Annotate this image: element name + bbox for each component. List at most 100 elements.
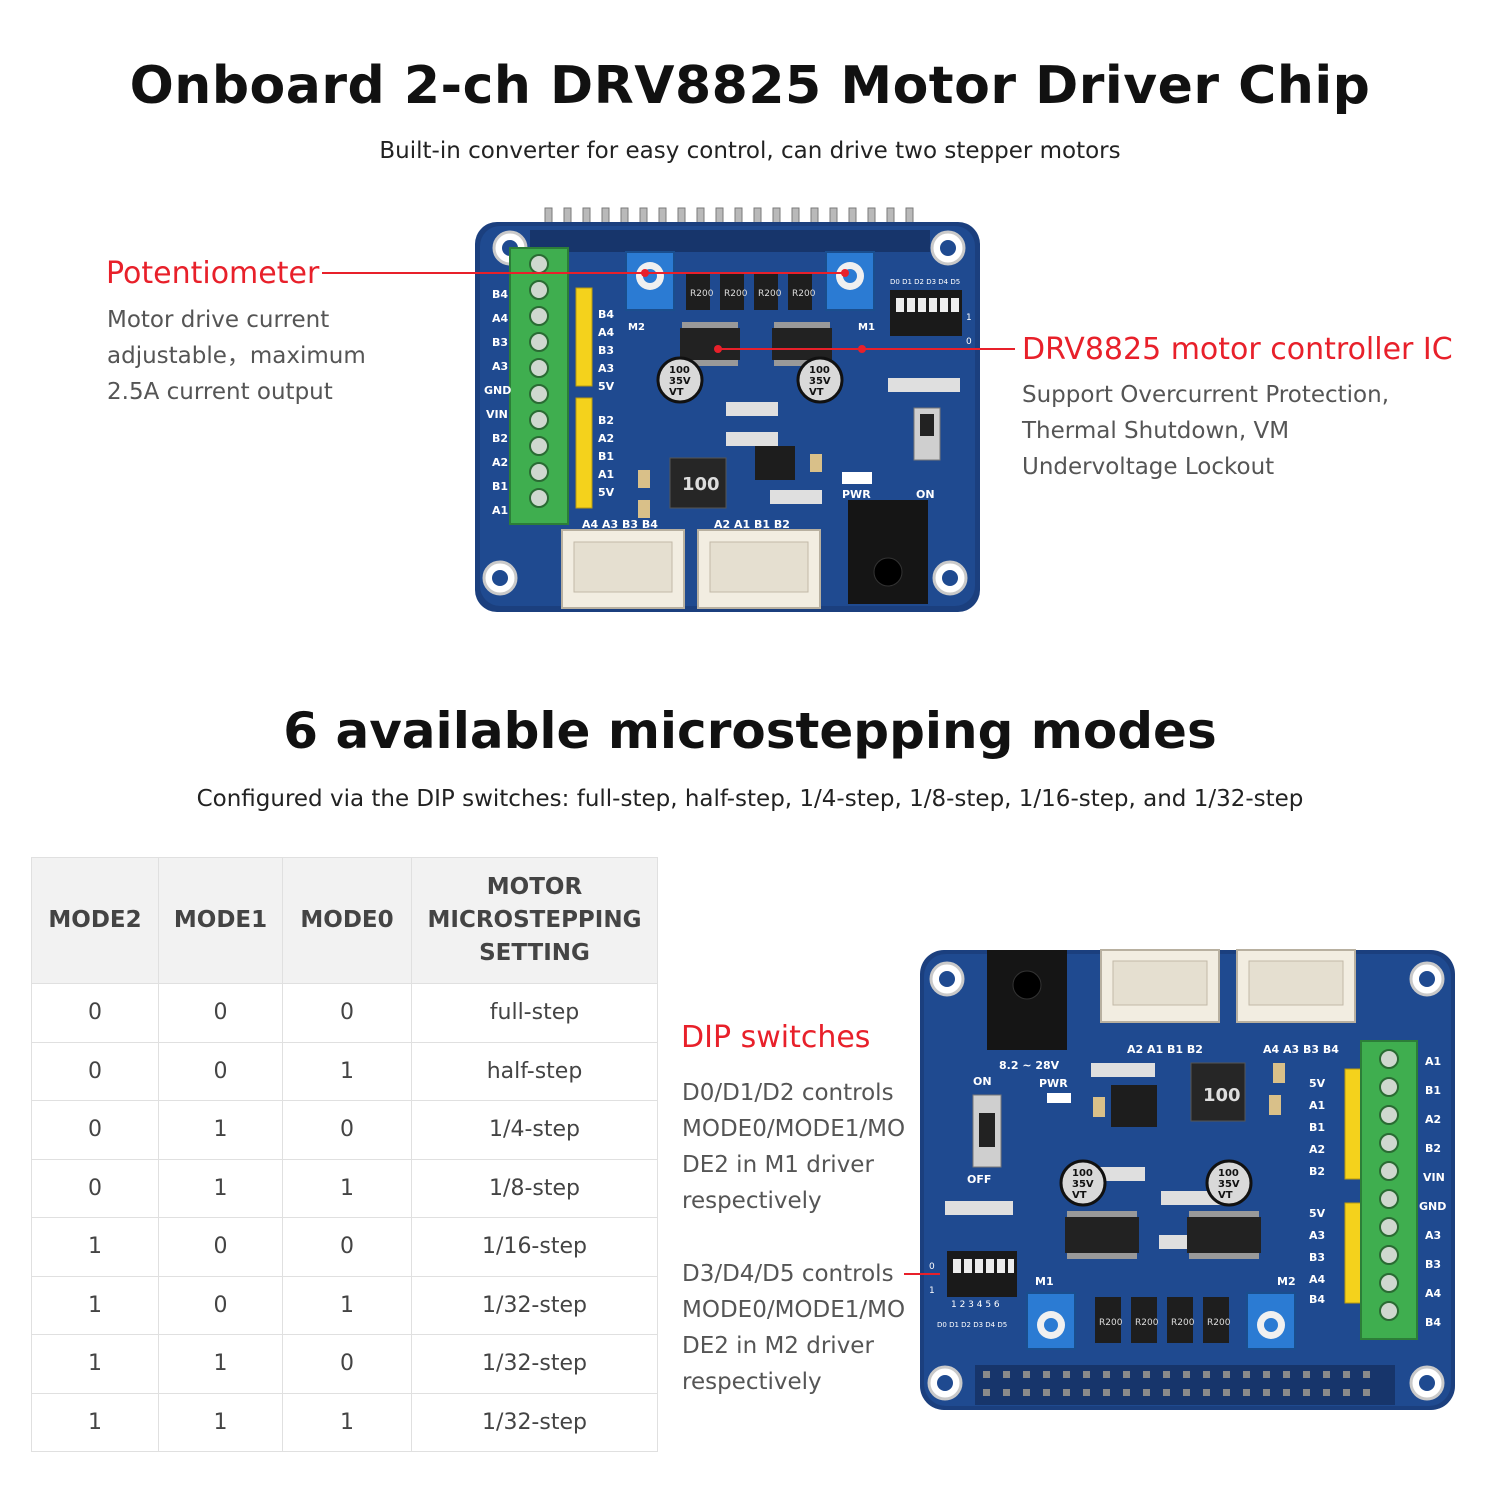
table-cell: 0 <box>158 1041 283 1101</box>
table-cell: 0 <box>282 1334 412 1394</box>
connector-label: A4 A3 B3 B4 <box>1263 1043 1339 1056</box>
pin-label: A3 <box>1425 1229 1441 1242</box>
drv8825-callout-text: Support Overcurrent Protection, Thermal … <box>1022 377 1389 485</box>
pin-label: 5V <box>598 486 615 499</box>
m1-label: M1 <box>858 322 875 333</box>
cap-label: 35V <box>1072 1179 1094 1190</box>
callout-line: Support Overcurrent Protection, <box>1022 382 1390 408</box>
resistor-label: R200 <box>1099 1318 1123 1328</box>
resistor-label: R200 <box>1207 1318 1231 1328</box>
pin-label: A4 <box>492 312 509 325</box>
table-cell: 1 <box>158 1334 283 1394</box>
pin-label: VIN <box>1423 1171 1445 1184</box>
dip-one-label: 1 <box>966 313 972 323</box>
table-cell: 1 <box>282 1275 412 1335</box>
pin-label: A3 <box>492 360 508 373</box>
callout-line: MODE0/MODE1/MO <box>682 1297 906 1323</box>
drv8825-callout-title: DRV8825 motor controller IC <box>1022 332 1453 367</box>
pin-label: VIN <box>486 408 508 421</box>
table-cell: 1 <box>31 1217 159 1277</box>
pin-label: B2 <box>1309 1165 1325 1178</box>
table-cell: 0 <box>282 1217 412 1277</box>
page-title: Onboard 2-ch DRV8825 Motor Driver Chip <box>129 56 1371 116</box>
resistor-label: R200 <box>1171 1318 1195 1328</box>
table-cell: 0 <box>282 983 412 1043</box>
pin-label: B2 <box>598 414 614 427</box>
table-cell: 1/16-step <box>411 1217 658 1277</box>
pin-label: GND <box>1419 1200 1446 1213</box>
dip-callout-text-m2: D3/D4/D5 controls MODE0/MODE1/MO DE2 in … <box>682 1256 905 1400</box>
section-subtitle: Configured via the DIP switches: full-st… <box>196 786 1304 812</box>
column-header: MOTOR MICROSTEPPING SETTING <box>411 857 658 984</box>
off-label: OFF <box>967 1173 991 1186</box>
cap-label: 100 <box>1218 1168 1239 1179</box>
pin-label: A3 <box>598 362 614 375</box>
table-cell: 1 <box>31 1334 159 1394</box>
table-cell: 0 <box>158 1275 283 1335</box>
cap-label: 100 <box>669 365 690 376</box>
table-cell: 1/32-step <box>411 1275 658 1335</box>
callout-line: respectively <box>682 1369 822 1395</box>
cap-label: VT <box>1072 1190 1087 1201</box>
pin-label: B3 <box>598 344 614 357</box>
dip-label: D0 D1 D2 D3 D4 D5 <box>890 278 960 286</box>
pin-label: B2 <box>1425 1142 1441 1155</box>
connector-label: A2 A1 B1 B2 <box>1127 1043 1203 1056</box>
m2-label: M2 <box>1277 1275 1296 1288</box>
pin-label: B1 <box>492 480 508 493</box>
callout-line: Motor drive current <box>107 307 330 333</box>
motor-driver-board-top-view: B4 A4 B3 A3 GND VIN B2 A2 B1 A1 B4 A4 B3… <box>475 207 980 612</box>
pin-label: B3 <box>492 336 508 349</box>
motor-driver-board-bottom-view: 8.2 ~ 28V PWR ON OFF A2 A1 B1 B2 A4 A3 B… <box>920 949 1455 1410</box>
table-cell: 1 <box>158 1100 283 1160</box>
callout-line: DE2 in M1 driver <box>682 1152 874 1178</box>
dip-callout-text-m1: D0/D1/D2 controls MODE0/MODE1/MO DE2 in … <box>682 1075 905 1219</box>
table-cell: 0 <box>31 1158 159 1218</box>
on-label: ON <box>916 488 935 501</box>
table-header-row: MODE2 MODE1 MODE0 MOTOR MICROSTEPPING SE… <box>31 857 658 984</box>
table-cell: 1 <box>282 1041 412 1101</box>
callout-line: D3/D4/D5 controls <box>682 1261 894 1287</box>
table-cell: 0 <box>158 983 283 1043</box>
cap-label: 100 <box>809 365 830 376</box>
m2-label: M2 <box>628 322 645 333</box>
pin-label: B3 <box>1309 1251 1325 1264</box>
page-subtitle: Built-in converter for easy control, can… <box>379 138 1121 164</box>
microstepping-table: MODE2 MODE1 MODE0 MOTOR MICROSTEPPING SE… <box>31 857 658 1452</box>
table-cell: 1/4-step <box>411 1100 658 1160</box>
inductor-label: 100 <box>1203 1085 1241 1106</box>
table-cell: 1 <box>282 1158 412 1218</box>
pwr-label: PWR <box>1039 1077 1068 1090</box>
table-cell: half-step <box>411 1041 658 1101</box>
dip-number-label: 1 2 3 4 5 6 <box>951 1300 1000 1310</box>
pin-label: GND <box>484 384 511 397</box>
pwr-label: PWR <box>842 488 871 501</box>
on-label: ON <box>973 1075 992 1088</box>
pin-label: A2 <box>1309 1143 1325 1156</box>
resistor-label: R200 <box>724 289 748 299</box>
table-cell: 1 <box>282 1392 412 1452</box>
cap-label: 35V <box>669 376 691 387</box>
pin-label: 5V <box>1309 1207 1326 1220</box>
pin-label: A2 <box>492 456 508 469</box>
dip-label: D0 D1 D2 D3 D4 D5 <box>937 1321 1007 1329</box>
pin-label: B1 <box>598 450 614 463</box>
table-cell: 1 <box>158 1392 283 1452</box>
m1-label: M1 <box>1035 1275 1054 1288</box>
connector-label: A2 A1 B1 B2 <box>714 518 790 531</box>
callout-line: adjustable，maximum <box>107 343 366 369</box>
pin-label: B4 <box>1425 1316 1441 1329</box>
dip-one-label: 1 <box>929 1286 935 1296</box>
pin-label: A1 <box>1309 1099 1325 1112</box>
table-cell: 1 <box>31 1392 159 1452</box>
resistor-label: R200 <box>758 289 782 299</box>
pin-label: B4 <box>598 308 614 321</box>
pin-label: B1 <box>1425 1084 1441 1097</box>
resistor-label: R200 <box>1135 1318 1159 1328</box>
pin-label: A4 <box>598 326 615 339</box>
